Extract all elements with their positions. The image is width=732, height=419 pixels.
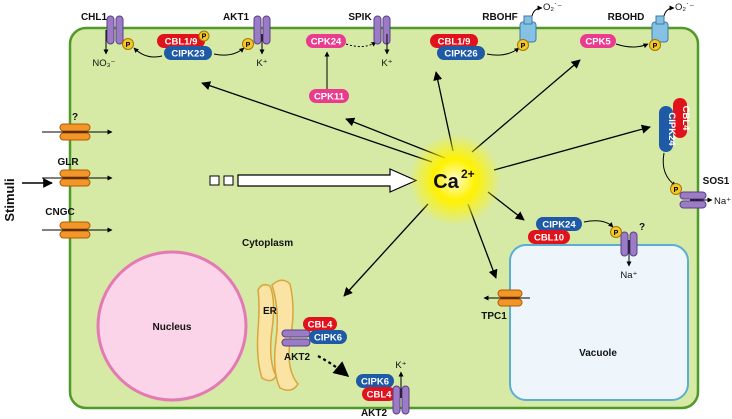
chl1-phospho-label: P [126,42,131,49]
sos1-phospho-label: P [674,187,679,194]
k-ion-akt1: K⁺ [256,58,267,69]
vacuole-label: Vacuole [579,348,617,359]
cpk24-to-spik-arrow [345,41,377,48]
cbl4-pm-pill [362,387,396,401]
cipk26-to-rbohf-arrow [486,47,520,56]
sos1-phospho [670,183,682,195]
k-ion-spik: K⁺ [381,58,392,69]
unknown-channel-label: ? [72,112,78,123]
cipk6-pm-pill [356,374,394,388]
tpc1-label: TPC1 [481,311,507,322]
cpk5-pill [580,34,616,48]
na-ion-sos1: Na⁺ [714,196,731,207]
akt2-er-channel [281,329,311,347]
cipk26-pill-label: CIPK26 [444,49,477,60]
cbl10-pill [528,230,570,244]
cipk6-er-label: CIPK6 [314,333,342,344]
cbl19-pill-b-label: CBL1/9 [438,37,471,48]
glr-channel [59,169,91,187]
cbl4-pm-label: CBL4 [367,390,393,401]
rbohd-phospho [649,39,661,51]
calcium-glow [409,134,501,226]
stimulus-to-calcium-arrow [209,168,418,193]
akt1-phospho [242,38,254,50]
cngc-label: CNGC [45,207,74,218]
cipk24-tonoplast-pill [536,217,582,231]
rbohd-label: RBOHD [608,12,645,23]
na-ion-vacuole: Na⁺ [620,270,637,281]
vacuole-channel-phospho-label: P [614,230,619,237]
er-to-pm-trafficking-arrow [317,355,350,377]
k-ion-akt2: K⁺ [395,360,406,371]
cipk24-vertical-pill [659,106,673,152]
cipk24-tonoplast-label: CIPK24 [542,220,576,231]
akt2-pm-channel [392,385,410,415]
cipk6-pm-label: CIPK6 [361,377,389,388]
o2-ion-rbohd: O₂˙⁻ [675,2,694,13]
cngc-channel [59,221,91,239]
calcium-superscript: 2+ [461,167,475,181]
akt1-phospho-label: P [246,42,251,49]
akt2-er-label: AKT2 [284,352,311,363]
cipk24-vertical-label: CIPK24 [666,112,677,146]
glr-label: GLR [57,157,79,168]
cbl19-a-phospho-label: P [202,34,207,41]
cbl19-pill-a [157,34,205,48]
vacuole-channel-label: ? [639,222,645,233]
cbl19-pill-a-label: CBL1/9 [165,37,198,48]
cbl4-er-pill [303,317,337,331]
nucleus-label: Nucleus [153,322,192,333]
no3-ion: NO₃⁻ [92,58,115,69]
cbl4-er-label: CBL4 [308,320,334,331]
spik-label: SPIK [348,12,372,23]
cpk5-pill-label: CPK5 [585,37,611,48]
rbohd-ros-arrow [663,5,675,17]
akt2-pm-label: AKT2 [361,408,388,419]
cpk11-pill [309,89,349,103]
cbl19-a-phospho [198,30,210,42]
cpk24-pill-label: CPK24 [311,37,342,48]
calcium-label: Ca [433,171,459,193]
vacuole-na-channel [620,231,638,257]
cpk11-pill-label: CPK11 [314,92,345,103]
cipk24-to-vacuole-channel-arrow [583,220,614,228]
rbohf-phospho [517,39,529,51]
sos1-label: SOS1 [703,176,730,187]
cpk24-pill [306,34,346,48]
rbohd-enzyme [651,15,669,43]
cbl4-vertical-pill [673,98,687,138]
cipk26-pill [437,46,485,60]
akt1-channel [253,15,271,45]
stimuli-label: Stimuli [2,178,17,221]
rbohf-enzyme [519,15,537,43]
cipk23-to-akt1-arrow [213,47,245,56]
cpk5-to-rbohd-arrow [615,43,649,49]
o2-ion-rbohf: O₂˙⁻ [543,2,562,13]
cipk23-to-chl1-arrow [133,47,163,58]
rbohf-phospho-label: P [521,43,526,50]
cipk23-pill [164,46,212,60]
chl1-label: CHL1 [81,12,108,23]
rbohd-phospho-label: P [653,43,658,50]
vacuole-channel-phospho [610,226,622,238]
cbl19-pill-b [430,34,478,48]
vacuole [509,244,689,401]
nucleus [96,250,248,402]
akt1-label: AKT1 [223,12,250,23]
cbl10-pill-label: CBL10 [534,233,564,244]
sos1-channel [679,191,707,209]
cipk23-pill-label: CIPK23 [171,49,204,60]
spik-channel [373,15,391,45]
er-label: ER [263,306,278,317]
tpc1-channel [497,289,523,307]
chl1-phospho [122,38,134,50]
rbohf-label: RBOHF [482,12,518,23]
cbl4-vertical-label: CBL4 [680,106,691,132]
unknown-channel [59,123,91,141]
cipk6-er-pill [309,330,347,344]
rbohf-ros-arrow [531,5,543,17]
chl1-channel [106,15,124,45]
cytoplasm-label: Cytoplasm [242,238,293,249]
